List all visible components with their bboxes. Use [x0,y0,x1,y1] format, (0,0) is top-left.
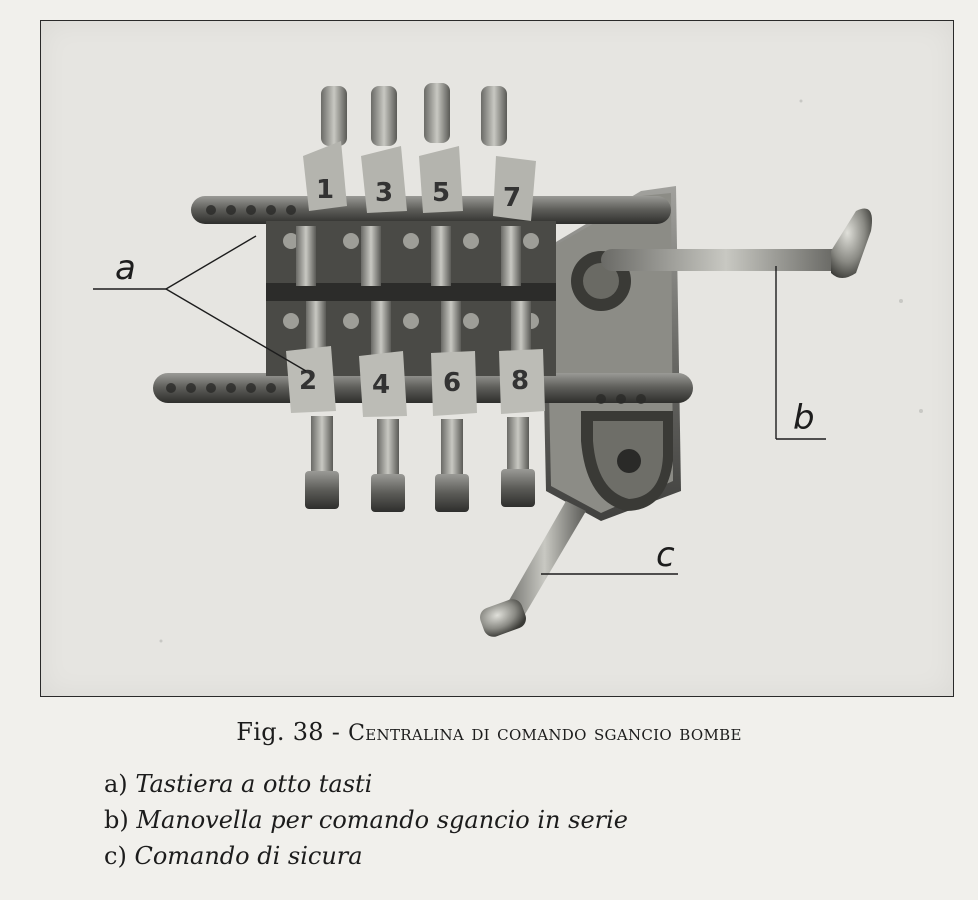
safety-dial [581,411,673,511]
safety-lever [480,501,586,637]
legend-text: Comando di sicura [134,842,363,870]
callout-label-a: a [115,248,136,288]
bomb-release-control-unit-photo: 1 3 5 7 2 [93,83,923,643]
key-number: 1 [316,175,334,205]
legend-key: b) [104,806,129,834]
key-number: 5 [432,178,450,208]
bottom-key-row: 2 4 6 8 [286,346,545,512]
legend-text: Tastiera a otto tasti [135,770,373,798]
top-key: 3 [361,86,407,213]
print-grain [159,99,923,643]
callout-label-b: b [793,398,815,438]
top-key-row: 1 3 5 7 [303,83,536,221]
legend-key: a) [104,770,128,798]
figure-legend: a) Tastiera a otto tasti b) Manovella pe… [104,766,628,874]
legend-text: Manovella per comando sgancio in serie [136,806,629,834]
key-number: 6 [443,368,461,398]
crank-handle [571,208,872,311]
legend-item: b) Manovella per comando sgancio in seri… [104,802,628,838]
key-number: 8 [511,366,529,396]
key-number: 4 [372,370,390,400]
photograph: 1 3 5 7 2 [40,20,954,697]
legend-item: c) Comando di sicura [104,838,628,874]
figure-caption: Fig. 38 - Centralina di comando sgancio … [0,718,978,746]
bottom-rail [153,373,693,404]
legend-item: a) Tastiera a otto tasti [104,766,628,802]
top-key: 7 [481,86,536,221]
figure-number: Fig. 38 [236,718,324,746]
figure-title: Centralina di comando sgancio bombe [348,721,742,746]
legend-key: c) [104,842,127,870]
bottom-key: 2 [286,346,339,509]
bottom-key: 8 [499,349,545,507]
key-number: 3 [375,178,393,208]
callout-label-c: c [656,535,675,575]
bottom-key: 4 [359,351,407,512]
caption-separator: - [323,718,349,746]
top-key: 1 [303,86,347,211]
bottom-key: 6 [431,351,477,512]
callout-lines [93,235,826,575]
top-key: 5 [419,83,463,213]
key-number: 7 [503,183,521,213]
key-number: 2 [299,366,317,396]
